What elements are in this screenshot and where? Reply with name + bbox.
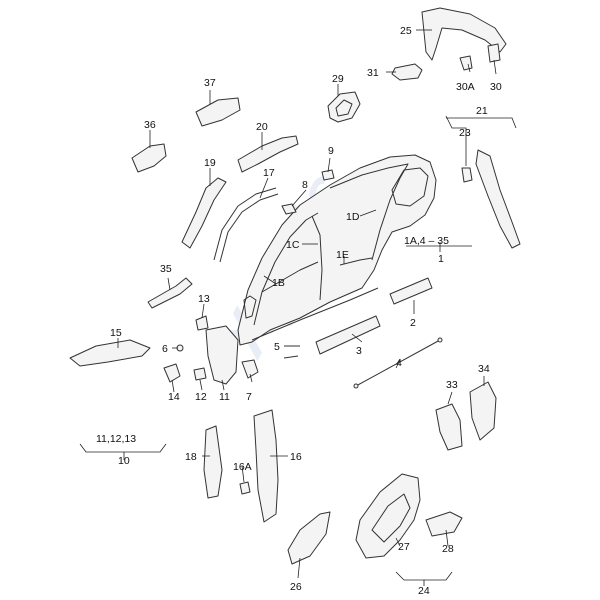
label-16A: 16A — [233, 461, 252, 473]
part-33 — [435, 403, 463, 451]
label-2: 2 — [410, 317, 416, 329]
part-26 — [287, 511, 331, 565]
label-23: 23 — [459, 127, 471, 139]
part-3 — [315, 315, 381, 355]
part-12 — [193, 367, 207, 381]
part-35 — [147, 277, 193, 309]
part-30 — [487, 43, 501, 63]
label-3: 3 — [356, 345, 362, 357]
part-19 — [181, 177, 227, 249]
label-10: 10 — [118, 455, 130, 467]
label-12: 12 — [195, 391, 207, 403]
part-21 — [475, 149, 521, 249]
label-33: 33 — [446, 379, 458, 391]
label-1A-4-35: 1A,4 – 35 — [404, 235, 449, 247]
part-28 — [425, 511, 463, 537]
part-4 — [355, 339, 441, 387]
part-27 — [355, 473, 421, 559]
part-23 — [461, 167, 473, 183]
label-28: 28 — [442, 543, 454, 555]
part-7 — [241, 359, 259, 379]
label-8: 8 — [302, 179, 308, 191]
part-34 — [469, 381, 497, 441]
label-37: 37 — [204, 77, 216, 89]
label-21: 21 — [476, 105, 488, 117]
label-31: 31 — [367, 67, 379, 79]
label-6: 6 — [162, 343, 168, 355]
part-29 — [327, 91, 361, 123]
part-8 — [281, 203, 297, 215]
label-30: 30 — [490, 81, 502, 93]
part-9 — [321, 169, 335, 181]
label-7: 7 — [246, 391, 252, 403]
label-1B: 1B — [272, 277, 285, 289]
part-11 — [205, 325, 239, 385]
label-30A: 30A — [456, 81, 475, 93]
label-36: 36 — [144, 119, 156, 131]
label-35: 35 — [160, 263, 172, 275]
side-panel-assembly — [237, 154, 437, 346]
label-29: 29 — [332, 73, 344, 85]
label-1: 1 — [438, 253, 444, 265]
part-36 — [131, 143, 167, 173]
label-9: 9 — [328, 145, 334, 157]
label-1D: 1D — [346, 211, 360, 223]
label-5: 5 — [274, 341, 280, 353]
label-24: 24 — [418, 585, 430, 597]
label-14: 14 — [168, 391, 180, 403]
label-4: 4 — [396, 357, 402, 369]
label-11: 11 — [219, 391, 230, 403]
label-25: 25 — [400, 25, 412, 37]
label-19: 19 — [204, 157, 216, 169]
part-31 — [391, 63, 423, 81]
label-20: 20 — [256, 121, 268, 133]
part-18 — [203, 425, 223, 499]
label-1C: 1C — [286, 239, 300, 251]
label-27: 27 — [398, 541, 410, 553]
part-20 — [237, 135, 299, 173]
part-37 — [195, 97, 241, 127]
label-15: 15 — [110, 327, 122, 339]
label-16: 16 — [290, 451, 302, 463]
label-11-12-13: 11,12,13 — [96, 433, 136, 445]
label-34: 34 — [478, 363, 490, 375]
part-30A — [459, 55, 473, 71]
part-14 — [163, 363, 181, 383]
part-13 — [195, 315, 209, 331]
part-16A — [239, 481, 251, 495]
part-2 — [389, 277, 433, 305]
label-1E: 1E — [336, 249, 349, 261]
label-26: 26 — [290, 581, 302, 593]
label-13: 13 — [198, 293, 210, 305]
part-15 — [69, 339, 151, 367]
part-16 — [253, 409, 279, 523]
label-17: 17 — [263, 167, 275, 179]
label-18: 18 — [185, 451, 197, 463]
part-25 — [421, 7, 507, 61]
